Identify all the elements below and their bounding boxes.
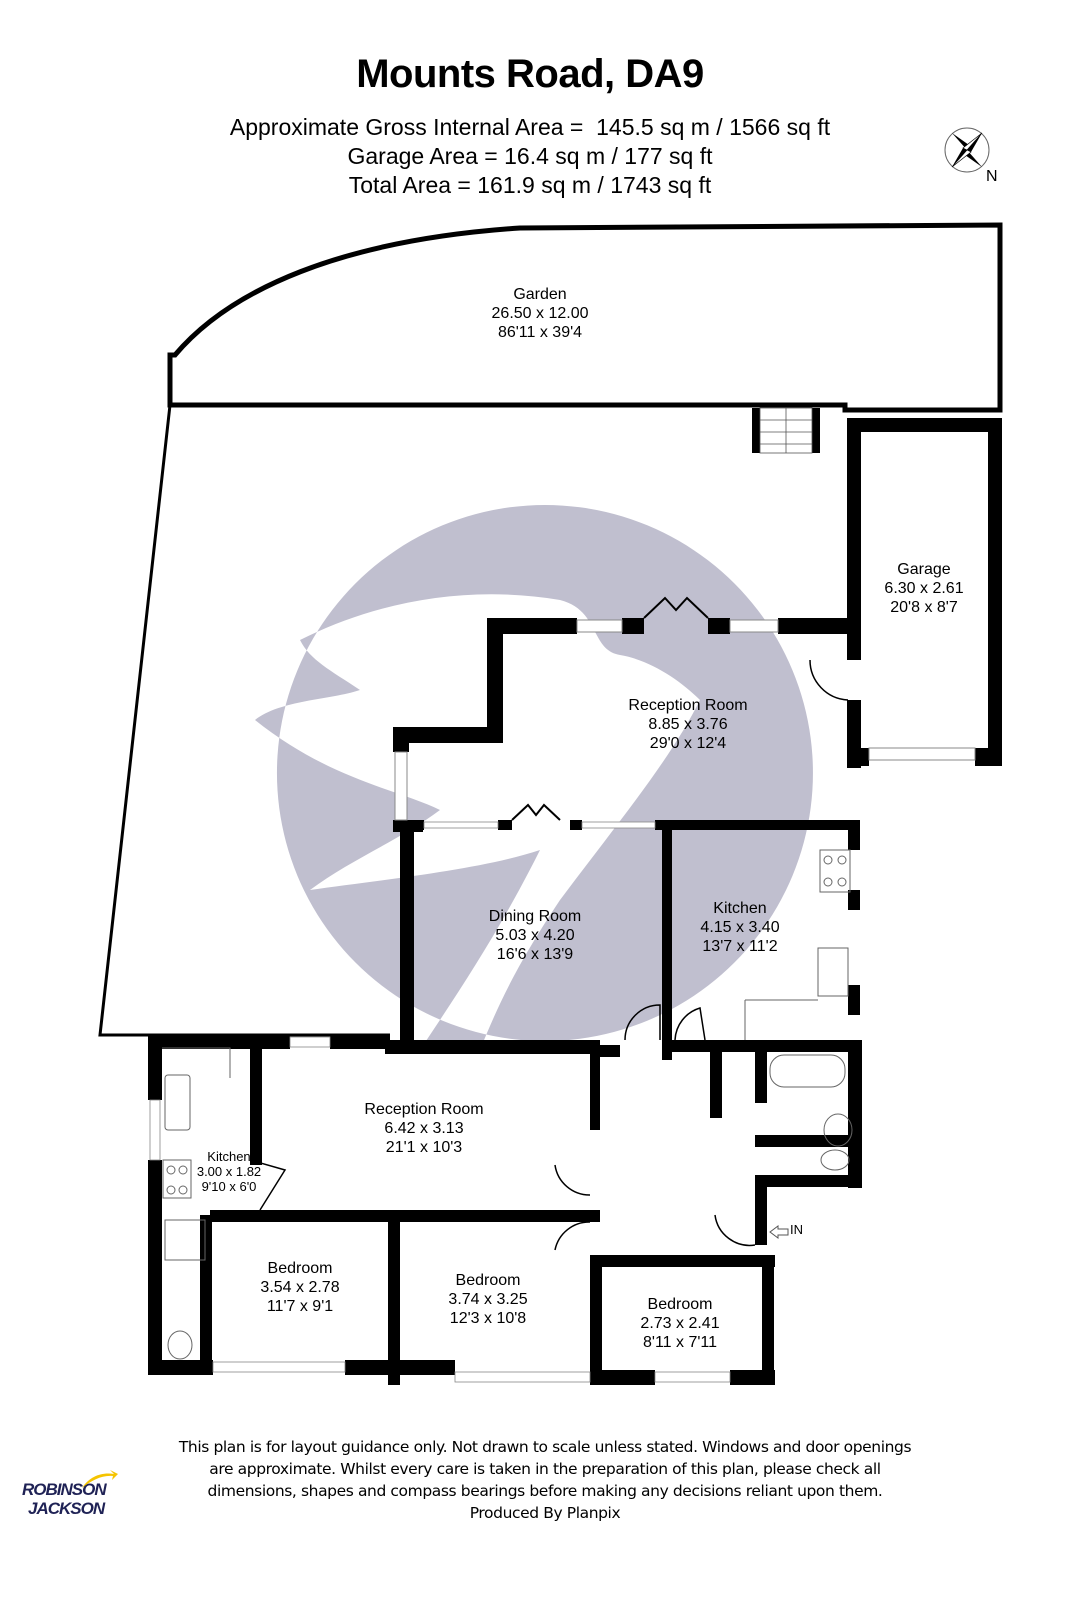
door-swings — [249, 659, 849, 1251]
garage-area: Garage Area = 16.4 sq m / 177 sq ft — [347, 143, 713, 169]
room-label-bedroom-2: Bedroom 3.74 x 3.25 12'3 x 10'8 — [448, 1272, 528, 1327]
garden-steps — [752, 407, 820, 454]
garden-boundary — [167, 222, 1003, 413]
bathroom-fittings — [769, 1054, 853, 1171]
room-label-garage: Garage 6.30 x 2.61 20'8 x 8'7 — [884, 561, 964, 616]
kitchen-fittings — [744, 849, 851, 1040]
total-area: Total Area = 161.9 sq m / 1743 sq ft — [348, 172, 712, 198]
room-label-bedroom-3: Bedroom 2.73 x 2.41 8'11 x 7'11 — [640, 1296, 720, 1351]
north-label: N — [986, 168, 998, 185]
reception-room-upper-walls — [393, 618, 858, 1050]
area-summary: Approximate Gross Internal Area = 145.5 … — [0, 113, 1060, 200]
room-label-kitchen-2: Kitchen 3.00 x 1.82 9'10 x 6'0 — [196, 1149, 262, 1194]
swoosh-icon — [82, 1470, 118, 1488]
entrance-arrow-icon — [769, 1225, 789, 1239]
room-label-kitchen: Kitchen 4.15 x 3.40 13'7 x 11'2 — [700, 900, 780, 955]
robinson-jackson-logo: ROBINSON JACKSON — [22, 1470, 122, 1518]
compass-rose-icon — [944, 127, 990, 173]
watermark-logo — [255, 505, 813, 1050]
room-label-bedroom-1: Bedroom 3.54 x 2.78 11'7 x 9'1 — [260, 1260, 340, 1315]
room-label-garden: Garden 26.50 x 12.00 86'11 x 39'4 — [491, 286, 589, 341]
entrance-label: IN — [790, 1222, 803, 1237]
room-label-reception-room-lower: Reception Room 6.42 x 3.13 21'1 x 10'3 — [364, 1101, 484, 1156]
plot-boundary — [98, 404, 390, 1037]
kitchen2-fittings — [162, 1047, 231, 1360]
gross-internal-area: Approximate Gross Internal Area = 145.5 … — [229, 114, 831, 140]
disclaimer: This plan is for layout guidance only. N… — [95, 1436, 995, 1524]
room-label-dining-room: Dining Room 5.03 x 4.20 16'6 x 13'9 — [488, 908, 582, 963]
producer-credit: Produced By Planpix — [469, 1504, 621, 1522]
garage-walls — [847, 418, 1002, 768]
plan-title: Mounts Road, DA9 — [356, 52, 704, 96]
room-label-reception-room-upper: Reception Room 8.85 x 3.76 29'0 x 12'4 — [628, 697, 748, 752]
